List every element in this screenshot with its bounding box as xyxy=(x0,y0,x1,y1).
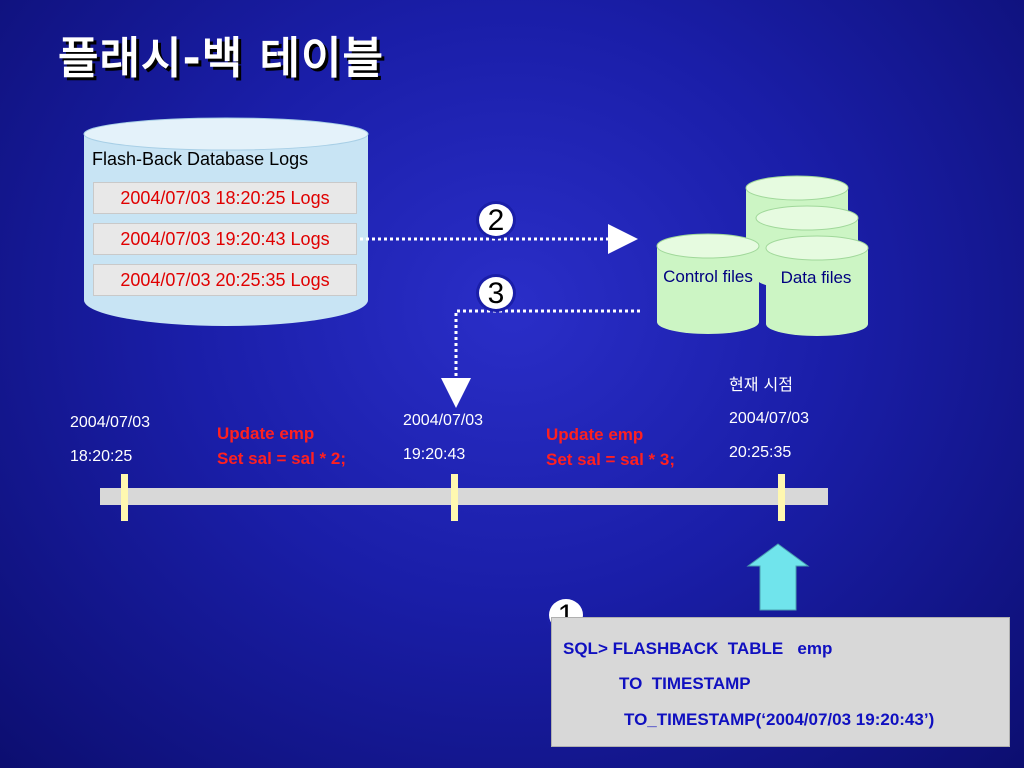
update-1-line2: Set sal = sal * 2; xyxy=(217,449,346,468)
log-entry-3: 2004/07/03 20:25:35 Logs xyxy=(93,264,357,296)
control-files-label: Control files xyxy=(663,267,753,286)
update-statement-1: Update emp Set sal = sal * 2; xyxy=(217,421,346,471)
timeline-point-1-date: 2004/07/03 xyxy=(70,414,151,431)
timeline-point-3-date: 2004/07/03 xyxy=(729,410,810,427)
step-badge-2: 2 xyxy=(476,201,516,239)
timeline-point-2: 2004/07/03 19:20:43 xyxy=(403,404,483,472)
timeline-bar xyxy=(100,488,828,505)
log-entry-1: 2004/07/03 18:20:25 Logs xyxy=(93,182,357,214)
timeline-tick-1 xyxy=(121,474,128,521)
update-statement-2: Update emp Set sal = sal * 3; xyxy=(546,422,675,472)
up-arrow xyxy=(746,543,810,611)
data-file-cylinder-front xyxy=(765,235,869,336)
sql-line-2: TO TIMESTAMP xyxy=(619,674,751,693)
step-badge-3: 3 xyxy=(476,274,516,312)
timeline-tick-2 xyxy=(451,474,458,521)
data-files-label: Data files xyxy=(780,268,852,287)
timeline-point-3-time: 20:25:35 xyxy=(729,444,792,461)
recover-arrow-line xyxy=(441,309,640,408)
timeline-point-2-time: 19:20:43 xyxy=(403,446,466,463)
update-2-line1: Update emp xyxy=(546,425,644,444)
timeline-point-3-caption: 현재 시점 xyxy=(729,375,793,394)
timeline-point-1-time: 18:20:25 xyxy=(70,448,133,465)
sql-command-box: SQL> FLASHBACK TABLE emp TO TIMESTAMP TO… xyxy=(551,617,1010,747)
sql-line-1: SQL> FLASHBACK TABLE emp xyxy=(563,639,833,658)
timeline-point-3: 현재 시점 2004/07/03 20:25:35 xyxy=(729,368,809,470)
timeline-tick-3 xyxy=(778,474,785,521)
database-label: Flash-Back Database Logs xyxy=(92,149,309,169)
log-entry-2: 2004/07/03 19:20:43 Logs xyxy=(93,223,357,255)
timeline-point-1: 2004/07/03 18:20:25 xyxy=(70,406,150,474)
timeline-point-2-date: 2004/07/03 xyxy=(403,412,484,429)
update-2-line2: Set sal = sal * 3; xyxy=(546,450,675,469)
update-1-line1: Update emp xyxy=(217,424,315,443)
slide-title: 플래시-백 테이블 xyxy=(58,33,384,84)
sql-line-3: TO_TIMESTAMP(‘2004/07/03 19:20:43’) xyxy=(624,710,935,729)
control-file-cylinder xyxy=(656,233,760,334)
